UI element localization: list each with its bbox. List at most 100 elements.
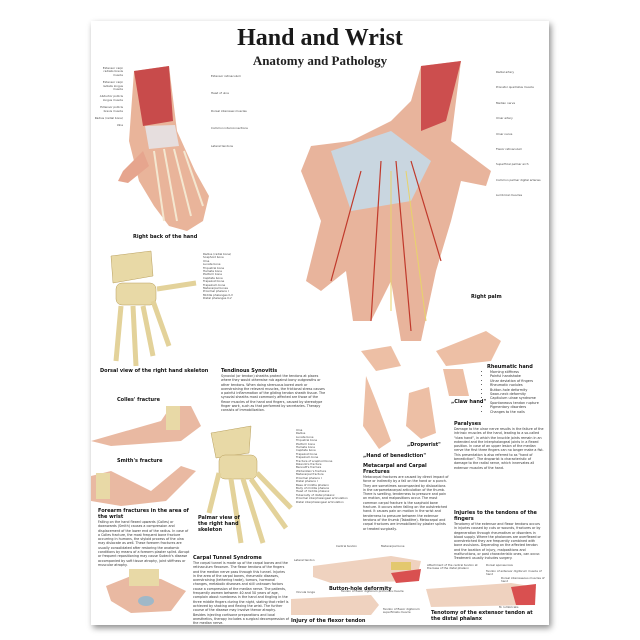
caption-flexor-injury: Injury of the flexor tendon: [291, 618, 366, 624]
carpal-tunnel-text: The carpal tunnel is made up of the carp…: [193, 561, 289, 626]
label: Trapezoid bone: [203, 279, 225, 284]
label: Lumbrical muscles: [496, 193, 523, 198]
caption-tenotomy: Tenotomy of the extensor tendon at the d…: [431, 610, 533, 622]
label: Metacarpal bone: [381, 544, 405, 548]
tendon-injuries-text: Tenotomy of the extensor and flexor tend…: [454, 522, 541, 561]
caption-palmar-skeleton: Palmar view of the right hand skeleton: [198, 515, 240, 533]
label: Dorsal interosseous muscles of hand: [501, 576, 545, 584]
section-rheumatic: Rheumatic hand Morning stiffness Painful…: [487, 364, 547, 414]
label: Pisiform bone: [203, 272, 223, 277]
label: Ulna: [296, 428, 303, 432]
label: Lateral tendon: [294, 558, 315, 562]
label: Vincula longa: [296, 590, 315, 594]
label: Tendon of extensor digitorum muscle of h…: [486, 569, 542, 577]
label: Pisiform bone: [296, 441, 316, 446]
label: Lunate bone: [296, 434, 314, 439]
dorsal-skeleton-illustration: [110, 250, 197, 367]
label: Metacarpal fracture: [296, 472, 324, 477]
rheumatic-item: Changes to the nails: [490, 410, 547, 414]
label: Dorsal aponeurosis: [486, 563, 513, 567]
label: Capitate bone: [296, 448, 316, 453]
illustrations: [91, 61, 536, 615]
forearm-heading: Forearm fractures in the area of the wri…: [98, 508, 189, 520]
label: Tendon of flexor digitorum superficialis…: [383, 607, 420, 615]
label: Common palmar digital arteries: [496, 177, 541, 182]
label: Radius (radial bone): [203, 252, 232, 256]
caption-right-palm: Right palm: [471, 294, 502, 300]
label: Superficial palmar arch: [496, 162, 529, 167]
label: Proximal phalanx I: [296, 475, 322, 480]
label: Triquetral bone: [203, 265, 225, 270]
label: Median nerve: [496, 100, 516, 105]
rheumatic-item: Swan-neck deformity: [490, 392, 547, 396]
label: Hamate bone: [296, 445, 315, 450]
label: Head of ulna: [211, 91, 229, 96]
label: Trapezium bone: [296, 455, 319, 460]
label: Proximal interphalangeal articulation: [296, 496, 348, 501]
label: Ulna: [116, 123, 123, 128]
caption-dropwrist: „Dropwrist": [407, 442, 441, 448]
caption-right-back: Right back of the hand: [133, 234, 198, 240]
label: Proximal phalanx I: [203, 289, 229, 294]
section-forearm: Forearm fractures in the area of the wri…: [98, 508, 190, 567]
label: Ulnar artery: [496, 116, 513, 121]
caption-claw-hand: „Claw hand": [451, 399, 487, 405]
label: Tendon of flexor digitorum profundus mus…: [341, 589, 404, 593]
palm-upper-hand: [361, 346, 401, 371]
caption-buttonhole: Button-hole deformity: [329, 586, 392, 592]
poster-title: Hand and Wrist: [237, 25, 403, 51]
tendon-injuries-heading: Injuries to the tendons of the fingers: [454, 510, 537, 522]
smiths-fracture-illustration: [91, 466, 196, 506]
synovitis-text: Synovial (or tendon) sheaths protect the…: [221, 374, 326, 413]
colles-fracture-illustration: [91, 406, 201, 446]
metacarpal-heading: Metacarpal and Carpal Fractures: [363, 463, 427, 475]
label: Lateral tendons: [211, 143, 233, 148]
anatomy-poster: Hand and Wrist Anatomy and Pathology: [91, 21, 549, 625]
section-metacarpal: Metacarpal and Carpal Fractures Metacarp…: [363, 463, 449, 531]
label: Abductor pollicis longus muscle: [99, 94, 123, 102]
pathology-hands-illustration: [361, 331, 501, 449]
label: Common interconnections: [211, 126, 248, 131]
rheumatic-item: Spontaneous tendon rupture: [490, 401, 547, 405]
label: Ulnar nerve: [496, 131, 513, 136]
section-paralyses: Paralyses Damage to the ulnar nerve resu…: [454, 421, 544, 470]
label: Extensor retinaculum: [211, 74, 241, 78]
labels-palm: Radial artery Pronator quadratus muscle …: [496, 70, 541, 198]
carpal-tunnel-illustration: [106, 569, 186, 613]
labels-dorsal-bones: Radius (radial bone) Scaphoid bone Ulna …: [203, 252, 233, 301]
label: Dorsal interossei muscles: [211, 108, 247, 113]
back-of-hand-illustration: [118, 66, 209, 231]
label: Pronator quadratus muscle: [496, 85, 534, 90]
label: Extensor pollicis brevis muscle: [100, 105, 123, 113]
rheumatic-item: Ulnar deviation of fingers: [490, 379, 547, 383]
rheumatic-item: Painful handshake: [490, 374, 547, 378]
label: Winterstein's fracture: [296, 468, 327, 473]
label: Radius: [296, 431, 306, 436]
label: Distal phalanx I: [296, 479, 318, 484]
paralyses-text: Damage to the ulnar nerve results in the…: [454, 427, 544, 470]
label: Middle phalanges II-V: [203, 292, 233, 297]
label: Lunate bone: [203, 262, 221, 267]
rheumatic-heading: Rheumatic hand: [487, 364, 533, 370]
rheumatic-item: Capitulum ulnae syndrome: [490, 396, 547, 400]
label: Trapezoid bone: [296, 451, 318, 456]
rheumatic-item: Button-hole deformity: [490, 388, 547, 392]
label: M. lumbricalis: [499, 605, 519, 609]
palmar-skeleton-illustration: [206, 425, 293, 544]
carpal-tunnel-heading: Carpal Tunnel Syndrome: [193, 555, 262, 561]
caption-dorsal-skeleton: Dorsal view of the right hand skeleton: [100, 368, 209, 374]
labels-back: Extensor carpi radialis brevis muscle Ex…: [93, 66, 123, 128]
label: Flexor retinaculum: [496, 147, 523, 152]
label: Radius (radial bone): [94, 116, 123, 121]
caption-benediction: „Hand of benediction": [363, 453, 426, 459]
rheumatic-item: Pigmentary disorders: [490, 405, 547, 409]
forearm-text: Falling on the hand flexed upwards (Coll…: [98, 520, 190, 567]
label: Triquetral bone: [296, 438, 318, 443]
label: Base of middle phalanx: [296, 482, 329, 487]
label: Hamate bone: [203, 269, 222, 274]
label: Ulna: [203, 258, 210, 263]
caption-smiths: Smith's fracture: [117, 458, 163, 464]
synovitis-heading: Tendinous Synovitis: [221, 368, 278, 374]
label: Rolando's fracture: [296, 462, 322, 467]
tendon-finger-illustrations: [291, 556, 536, 615]
